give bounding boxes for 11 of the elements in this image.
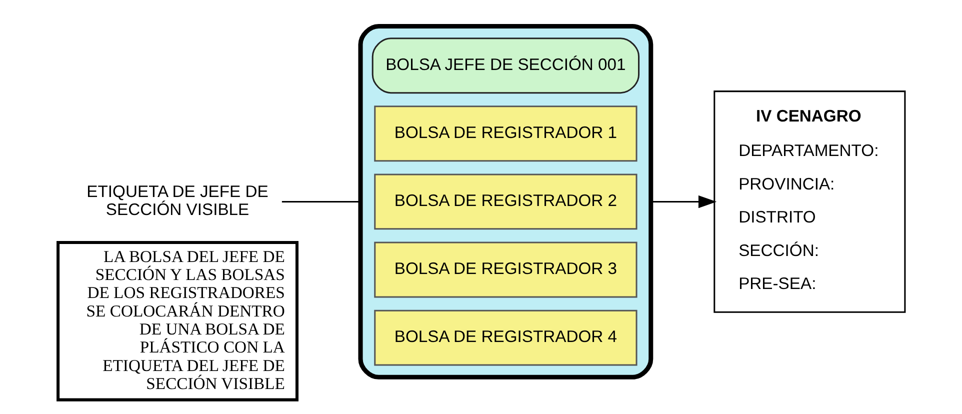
node-box: BOLSA DE REGISTRADOR 3 <box>374 242 637 298</box>
node-box: LA BOLSA DEL JEFE DE SECCIÓN Y LAS BOLSAS DE LOS REGISTRADORES SE COLOCARÁN DENTRO DE UNA BOLSA DE PLÁSTICO CON LA ETIQUETA DEL JEFE DE SECCIÓN VISIBLE <box>56 241 298 402</box>
arrow <box>650 195 716 208</box>
node-box: BOLSA JEFE DE SECCIÓN 001 <box>371 38 640 94</box>
node-box: IV CENAGRO DEPARTAMENTO: PROVINCIA: DISTRITO SECCIÓN: PRE-SEA: <box>713 90 906 313</box>
node-box: BOLSA DE REGISTRADOR 2 <box>374 174 637 230</box>
node-text: ETIQUETA DE JEFE DE SECCIÓN VISIBLE <box>86 182 268 220</box>
connector <box>281 200 360 202</box>
node-box: BOLSA DE REGISTRADOR 1 <box>374 106 637 162</box>
node-box: BOLSA DE REGISTRADOR 4 <box>374 310 637 366</box>
cluster <box>358 24 653 380</box>
